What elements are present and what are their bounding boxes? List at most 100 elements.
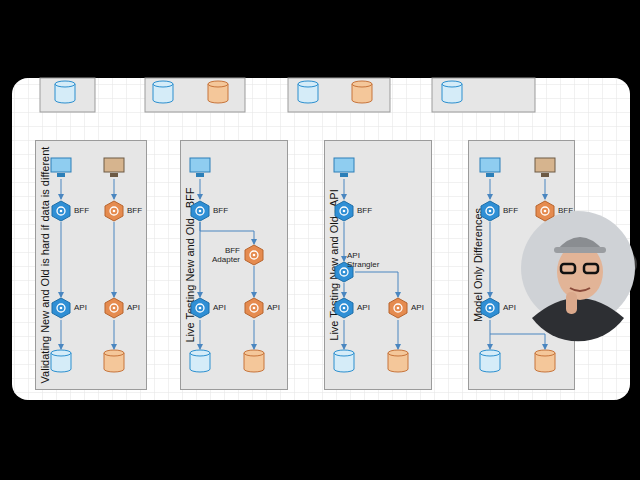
service-icon	[489, 210, 492, 213]
monitors	[334, 158, 354, 172]
service-label: BFF	[357, 206, 372, 215]
service-icon	[536, 201, 554, 221]
service-icon	[534, 200, 556, 222]
service-icon	[340, 268, 348, 276]
service-icon	[335, 201, 353, 221]
wires	[344, 179, 345, 199]
service-icon	[103, 297, 125, 319]
databases	[334, 350, 354, 356]
cut-off-databases	[55, 81, 462, 103]
service-icon	[250, 304, 258, 312]
connector	[490, 222, 491, 297]
service-icon	[486, 207, 494, 215]
service-icon	[389, 298, 407, 318]
presenter	[566, 292, 577, 314]
service-icon	[243, 297, 265, 319]
wires	[200, 179, 201, 199]
service-node: BFF	[189, 200, 211, 222]
databases	[104, 350, 124, 356]
wires	[61, 179, 545, 349]
service-icon	[397, 307, 400, 310]
monitors	[51, 158, 71, 172]
service-node: API	[333, 297, 355, 319]
cut-off-databases	[442, 81, 462, 87]
cut-off-databases	[55, 81, 75, 87]
connector	[61, 222, 62, 297]
presenter	[554, 247, 606, 253]
wires	[61, 179, 62, 199]
service-node: BFF	[103, 200, 125, 222]
monitors	[480, 158, 500, 172]
service-icon	[103, 200, 125, 222]
cut-off-panels	[288, 78, 390, 112]
service-node: BFF	[333, 200, 355, 222]
presenter	[555, 237, 605, 252]
service-icon	[196, 207, 204, 215]
service-icon	[489, 307, 492, 310]
service-icon	[243, 244, 265, 266]
service-label: BFF	[503, 206, 518, 215]
databases	[190, 350, 210, 356]
service-icon	[57, 304, 65, 312]
service-icon	[57, 207, 65, 215]
service-icon	[387, 297, 409, 319]
service-label: API	[74, 303, 87, 312]
service-label: BFF	[127, 206, 142, 215]
service-label: API	[411, 303, 424, 312]
cut-off-panels	[145, 78, 245, 112]
service-label: BFF	[558, 206, 573, 215]
service-label: BFF Adapter	[212, 246, 240, 264]
connector	[344, 283, 345, 297]
service-icon	[105, 201, 123, 221]
cut-off-databases	[153, 81, 173, 87]
monitors	[57, 173, 65, 177]
connector	[344, 222, 345, 261]
service-node: API	[479, 297, 501, 319]
service-icon	[110, 304, 118, 312]
panel-title: Live Testing New and Old - BFF	[184, 145, 197, 385]
connector	[114, 222, 115, 297]
monitors	[196, 173, 204, 177]
wires	[490, 334, 545, 349]
service-icon	[333, 200, 355, 222]
monitors	[541, 173, 549, 177]
service-icon	[199, 210, 202, 213]
cut-off-panels	[40, 78, 95, 112]
panel-title: Model Only Differences	[472, 145, 485, 385]
presenter	[532, 298, 624, 341]
presenter	[561, 264, 575, 273]
wires	[398, 320, 399, 349]
scenario-panel: Live Testing New and Old - BFFBFFBFF Ada…	[180, 140, 288, 390]
monitors	[104, 158, 124, 172]
databases	[535, 350, 555, 356]
service-icon	[199, 307, 202, 310]
service-icon	[486, 304, 494, 312]
monitors	[535, 158, 555, 172]
connector	[254, 266, 255, 297]
wires	[114, 179, 115, 199]
service-icon	[340, 207, 348, 215]
cut-off-databases	[298, 81, 318, 87]
service-node: API	[189, 297, 211, 319]
cut-off-databases	[208, 81, 228, 87]
service-icon	[191, 298, 209, 318]
service-icon	[541, 207, 549, 215]
service-label: API	[213, 303, 226, 312]
service-icon	[394, 304, 402, 312]
service-icon	[250, 251, 258, 259]
databases	[244, 350, 264, 356]
scenario-panel: Live Testing New and Old - APIBFFAPI Str…	[324, 140, 432, 390]
service-icon	[479, 297, 501, 319]
service-icon	[50, 297, 72, 319]
cut-off-panels	[40, 78, 535, 112]
service-label: BFF	[213, 206, 228, 215]
service-node: API	[243, 297, 265, 319]
service-icon	[52, 298, 70, 318]
service-icon	[196, 304, 204, 312]
service-icon	[113, 210, 116, 213]
service-icon	[481, 298, 499, 318]
service-icon	[105, 298, 123, 318]
connector	[355, 272, 398, 297]
